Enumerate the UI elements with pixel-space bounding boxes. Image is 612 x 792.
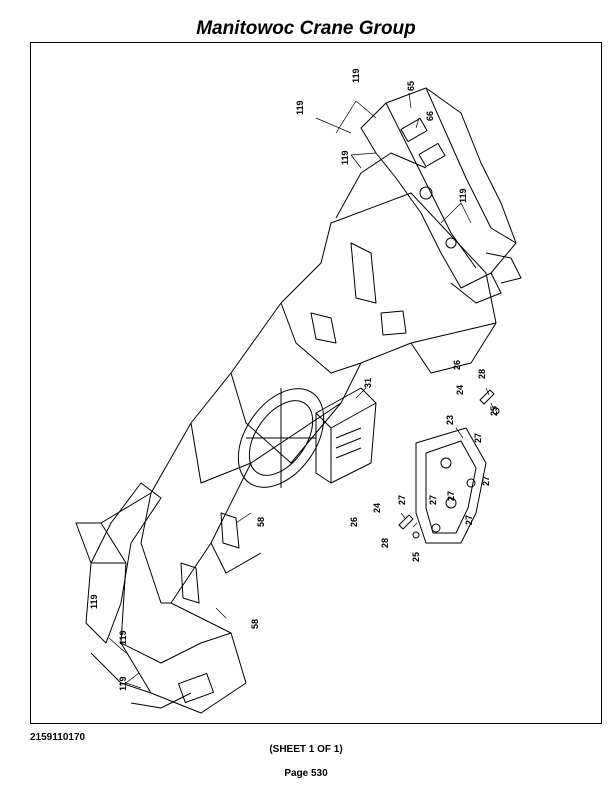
callout-27: 27	[446, 491, 456, 501]
callout-27: 27	[428, 495, 438, 505]
drawing-number: 2159110170	[30, 732, 86, 743]
front-end-assembly	[85, 482, 215, 709]
callout-66: 66	[425, 111, 435, 121]
callout-65: 65	[406, 81, 416, 91]
callout-27: 27	[473, 433, 483, 443]
callout-26: 26	[349, 517, 359, 527]
callout-119: 119	[295, 100, 305, 115]
callout-28: 28	[477, 369, 487, 379]
rear-end-assembly	[360, 87, 522, 304]
callout-119: 119	[458, 188, 468, 203]
callout-27: 27	[464, 515, 474, 525]
callout-27: 27	[481, 476, 491, 486]
callout-27: 27	[397, 495, 407, 505]
callout-119: 119	[340, 150, 350, 165]
item-23-ring-assembly	[415, 427, 487, 544]
page-number: Page 530	[284, 768, 328, 779]
exploded-parts-diagram: 119 119 119 65 66 119 31 23 58 58 119 11…	[75, 68, 522, 714]
callout-25: 25	[411, 552, 421, 562]
callout-119: 119	[351, 68, 361, 83]
callout-labels: 119 119 119 65 66 119 31 23 58 58 119 11…	[89, 68, 499, 691]
page-title: Manitowoc Crane Group	[196, 18, 416, 39]
leader-lines	[108, 92, 494, 689]
callout-25: 25	[489, 406, 499, 416]
carbody-frame	[75, 152, 497, 714]
pin-hardware	[398, 389, 500, 539]
callout-26: 26	[452, 360, 462, 370]
sheet-indicator: (SHEET 1 OF 1)	[269, 744, 343, 755]
callout-24: 24	[455, 385, 465, 395]
callout-119: 119	[89, 594, 99, 609]
callout-23: 23	[445, 415, 455, 425]
callout-119: 119	[118, 630, 128, 645]
callout-24: 24	[372, 503, 382, 513]
callout-31: 31	[363, 378, 373, 388]
item-31-box	[315, 387, 377, 484]
callout-58: 58	[250, 619, 260, 629]
callout-28: 28	[380, 538, 390, 548]
callout-119: 119	[118, 676, 128, 691]
callout-58: 58	[256, 517, 266, 527]
diagram-frame: 119 119 119 65 66 119 31 23 58 58 119 11…	[30, 42, 602, 724]
